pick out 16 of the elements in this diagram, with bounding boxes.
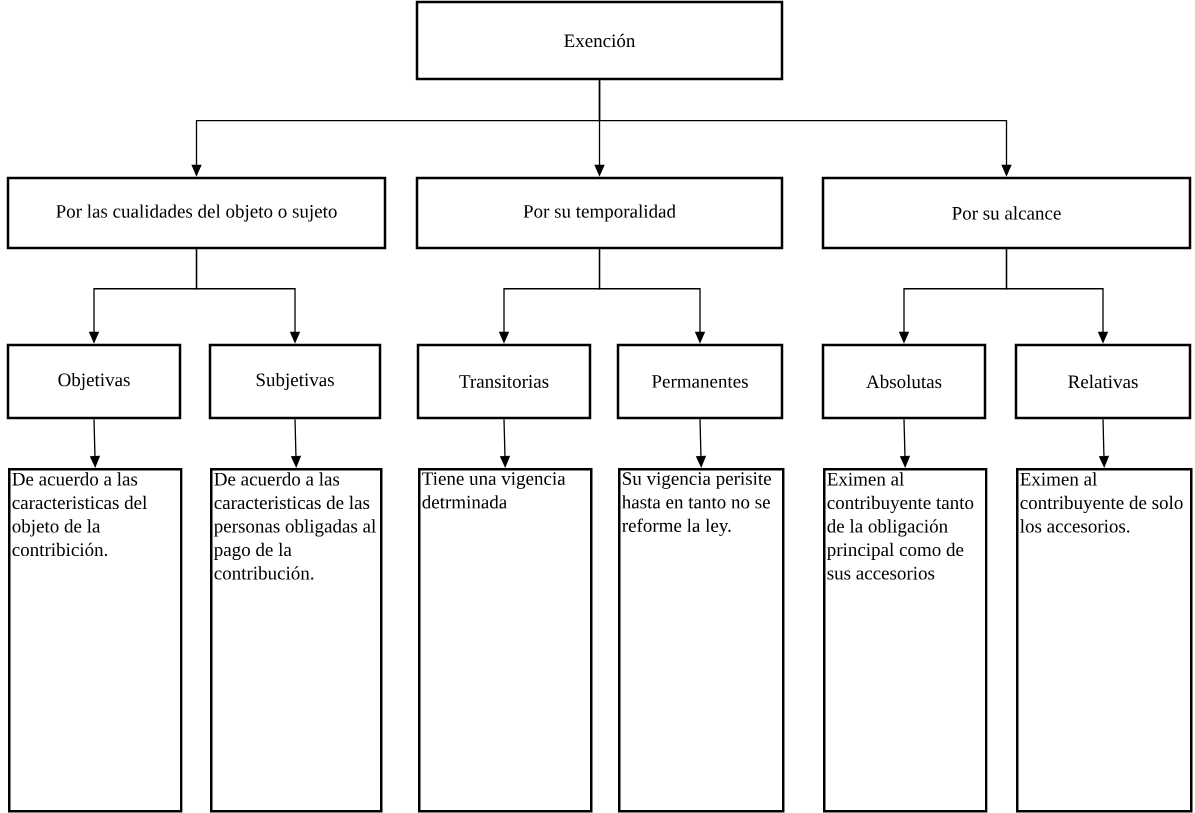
description-box: Eximen al contribuyente tanto de la obligación principal como de sus accesorios bbox=[823, 468, 988, 813]
description-box: Tiene una vigencia detrminada bbox=[418, 468, 593, 813]
description-box: Su vigencia perisite hasta en tanto no se reforme la ley. bbox=[618, 468, 785, 813]
category-box: Permanentes bbox=[616, 343, 784, 420]
category-box: Transitorias bbox=[416, 343, 592, 420]
category-box: Relativas bbox=[1014, 343, 1192, 420]
description-box: Eximen al contribuyente de solo los accesorios. bbox=[1016, 468, 1193, 813]
description-box: De acuerdo a las caracteristicas del objeto de la contribición. bbox=[8, 468, 183, 813]
category-box: Subjetivas bbox=[208, 343, 382, 420]
category-box: Por su alcance bbox=[821, 176, 1192, 250]
category-box: Absolutas bbox=[821, 343, 987, 420]
root-box: Exención bbox=[415, 0, 784, 81]
description-box: De acuerdo a las caracteristicas de las personas obligadas al pago de la contribución. bbox=[210, 468, 383, 813]
category-box: Por las cualidades del objeto o sujeto bbox=[6, 176, 387, 250]
category-box: Objetivas bbox=[6, 343, 182, 420]
category-box: Por su temporalidad bbox=[415, 176, 784, 250]
